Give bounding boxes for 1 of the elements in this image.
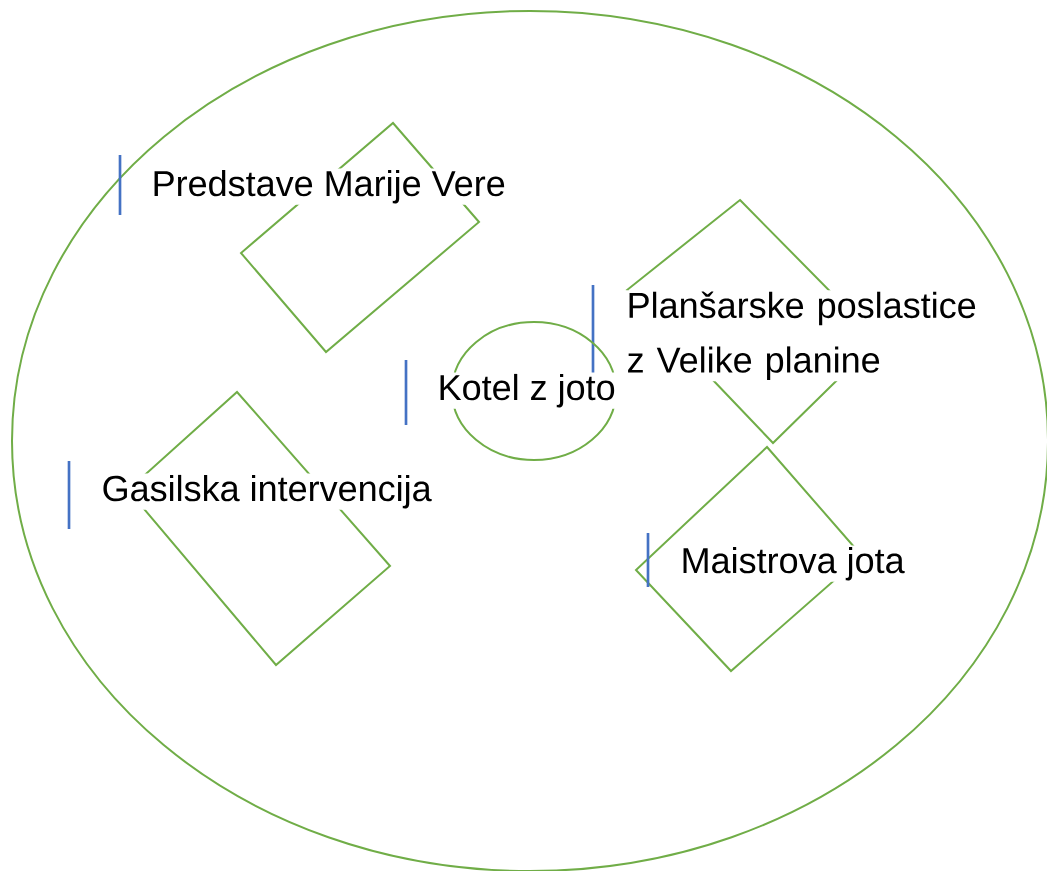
- ellipse-outline: [11, 10, 1047, 871]
